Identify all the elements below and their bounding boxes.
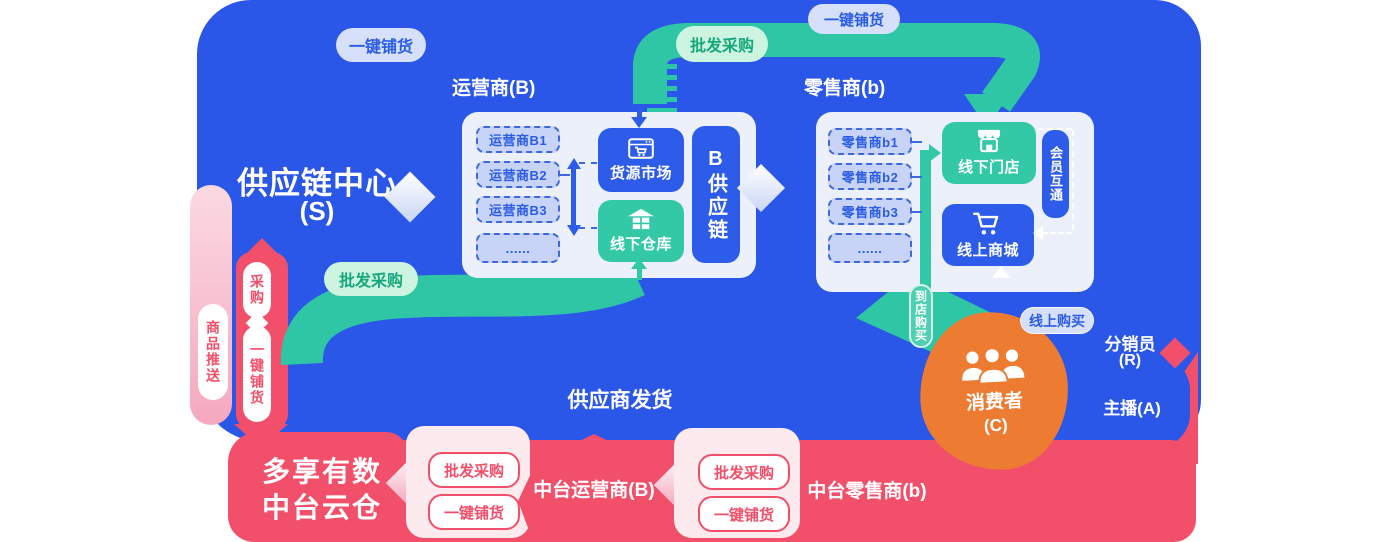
arrow-left-icon (1033, 226, 1043, 240)
market-node: 货源市场 (598, 128, 684, 192)
one-key-left-label: 一键铺货 (249, 342, 265, 406)
mall-label: 线上商城 (956, 241, 1019, 259)
warehouse-node: 线下仓库 (598, 200, 684, 262)
connector-dashed (579, 162, 597, 164)
connector-dashed-white (1072, 130, 1074, 230)
product-push-pill: 商品推送 (198, 304, 228, 400)
supply-center-sub: (S) (299, 196, 335, 226)
retailer-item: 零售商b2 (828, 163, 912, 190)
retailer-title: 零售商(b) (804, 78, 886, 99)
market-label: 货源市场 (609, 164, 672, 182)
connector-dashed (912, 211, 922, 213)
arrow-up-icon (992, 266, 1010, 278)
store-buy-pill: 到店购买 (909, 284, 933, 348)
arrow-up-icon (567, 158, 581, 169)
arrow-stem (637, 269, 642, 280)
online-buy-pill: 线上购买 (1020, 307, 1094, 334)
arrow-right-icon (929, 144, 941, 162)
browser-cart-icon (628, 137, 654, 159)
warehouse-label: 线下仓库 (609, 236, 672, 253)
arrow-up-icon (631, 258, 647, 269)
connector-dashed (912, 141, 922, 143)
supply-center-title: 供应链中心 (237, 166, 397, 201)
b-chain-label: B供应链 (704, 147, 727, 242)
wholesale-pill-top: 批发采购 (676, 26, 768, 62)
one-key-pill-bottom-2: 一键铺货 (698, 496, 790, 532)
member-node: 会员互通 (1042, 130, 1069, 218)
teal-hatch-decoration (647, 42, 677, 114)
arrow-stem (637, 106, 642, 118)
one-key-pill-top-left: 一键铺货 (336, 28, 426, 62)
wholesale-pill-bottom-2: 批发采购 (698, 454, 790, 490)
supplier-ship-label: 供应商发货 (567, 389, 673, 412)
double-arrow-line (571, 168, 576, 226)
arrow-down-icon (631, 117, 647, 128)
one-key-pill-left: 一键铺货 (243, 326, 271, 422)
cloud-title-1: 多享有数 (261, 456, 382, 487)
consumer-sub: (C) (983, 414, 1009, 436)
mid-retailer-label: 中台零售商(b) (807, 481, 927, 502)
store-label: 线下门店 (957, 159, 1020, 176)
operator-item: 运营商B2 (476, 161, 560, 188)
operator-item: ...... (476, 233, 560, 263)
red-down-arrow (234, 424, 288, 448)
teal-band-connector (920, 150, 931, 308)
blue-lobe-right (1058, 356, 1190, 448)
people-icon (962, 346, 1025, 385)
operator-item: 运营商B1 (476, 126, 560, 153)
connector-dashed-white (1042, 232, 1072, 234)
one-key-pill-top-right: 一键铺货 (808, 4, 900, 34)
wholesale-pill-bottom-1: 批发采购 (428, 452, 520, 488)
member-label: 会员互通 (1048, 146, 1063, 202)
wholesale-pill-left: 批发采购 (324, 262, 418, 296)
one-key-pill-bottom-1: 一键铺货 (428, 494, 520, 530)
b-chain-node: B供应链 (692, 126, 740, 263)
cloud-title-2: 中台云仓 (261, 492, 382, 523)
arrow-down-icon (567, 225, 581, 236)
operator-title: 运营商(B) (452, 78, 536, 99)
operator-item: 运营商B3 (476, 196, 560, 223)
anchor-label: 主播(A) (1103, 399, 1161, 418)
connector-dashed (912, 176, 922, 178)
retailer-item: ...... (828, 233, 912, 263)
mall-node: 线上商城 (942, 204, 1034, 266)
purchase-label: 采购 (249, 274, 265, 306)
teal-arrowhead-store (964, 94, 1010, 128)
distributor-label: 分销员 (1104, 335, 1156, 354)
product-push-label: 商品推送 (205, 320, 221, 384)
consumer-blob: 消费者 (C) (915, 308, 1073, 474)
retailer-item: 零售商b3 (828, 198, 912, 225)
cart-icon (972, 212, 999, 235)
store-node: 线下门店 (942, 122, 1036, 184)
connector-dashed (579, 227, 597, 229)
teal-swoosh-bottom (280, 256, 645, 366)
storefront-icon (977, 129, 1001, 153)
consumer-label: 消费者 (965, 390, 1024, 414)
purchase-pill: 采购 (243, 262, 271, 318)
distributor-sub: (R) (1118, 352, 1142, 369)
store-buy-label: 到店购买 (913, 290, 928, 342)
warehouse-icon (628, 208, 654, 230)
connector-dashed (558, 174, 570, 176)
retailer-item: 零售商b1 (828, 128, 912, 155)
connector-dashed-white (1038, 128, 1072, 130)
